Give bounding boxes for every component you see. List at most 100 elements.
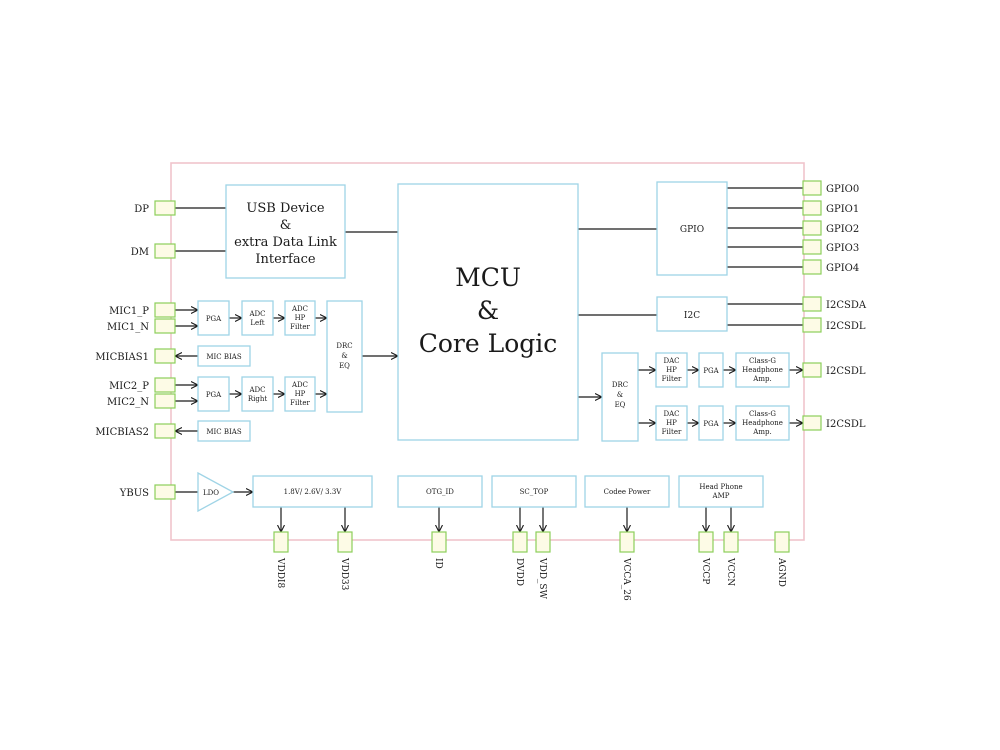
pga-out-top-block: PGA <box>698 352 724 388</box>
ldo-label: LDO <box>203 489 219 497</box>
drc-right-line-3: EQ <box>615 401 626 409</box>
mcu-block: MCU & Core Logic <box>397 183 579 441</box>
headphone-amp-line-2: AMP <box>712 492 730 500</box>
headphone-amp-line-1: Head Phone <box>699 483 742 491</box>
usb-line-3: extra Data Link <box>234 235 337 250</box>
sc-top-block: SC_TOP <box>491 475 577 508</box>
usb-line-4: Interface <box>255 252 315 267</box>
pga-bottom-label: PGA <box>206 391 222 399</box>
adc-hp-bot-line-1: ADC <box>291 381 308 389</box>
otg-id-label: OTG_ID <box>426 488 454 496</box>
adc-hp-bot-line-3: Filter <box>290 399 310 407</box>
pin-agnd: AGND <box>776 557 786 587</box>
bottom-pin-labels: VDDI8 VDD33 ID DVDD VDD_SW VCCA_26 VCCP … <box>275 557 786 601</box>
i2c-block-label: I2C <box>684 311 700 321</box>
pin-mic2-n: MIC2_N <box>107 397 149 408</box>
mic-bias-block-1: MIC BIAS <box>197 345 251 367</box>
pin-dm: DM <box>131 247 149 258</box>
headphone-amp-block: Head Phone AMP <box>678 475 764 508</box>
adc-right-line-2: Right <box>248 395 267 403</box>
drc-eq-right-block: DRC & EQ <box>601 352 639 442</box>
pin-i2csda: I2CSDA <box>826 300 867 311</box>
mic-bias-block-2: MIC BIAS <box>197 420 251 442</box>
left-pin-labels: DP DM MIC1_P MIC1_N MICBIAS1 MIC2_P MIC2… <box>95 204 149 499</box>
adc-left-line-1: ADC <box>248 310 265 318</box>
pin-i2csdl-1: I2CSDL <box>826 321 866 332</box>
pin-vdd33: VDD33 <box>339 557 349 591</box>
pin-micbias2: MICBIAS2 <box>95 427 149 438</box>
pga-out-bottom-label: PGA <box>703 420 719 428</box>
classg-bot-line-3: Amp. <box>752 428 771 436</box>
pin-ybus: YBUS <box>119 488 149 499</box>
adc-hp-top-line-3: Filter <box>290 323 310 331</box>
usb-line-1: USB Device <box>246 201 324 216</box>
right-pads <box>802 180 822 431</box>
adc-hp-top-line-1: ADC <box>291 305 308 313</box>
pga-top-label: PGA <box>206 315 222 323</box>
left-pads <box>154 200 176 500</box>
pin-gpio3: GPIO3 <box>826 243 859 254</box>
otg-id-block: OTG_ID <box>397 475 483 508</box>
gpio-block-label: GPIO <box>680 225 704 235</box>
mic-bias-2-label: MIC BIAS <box>206 428 241 436</box>
pga-out-bottom-block: PGA <box>698 405 724 441</box>
mcu-line-3: Core Logic <box>419 329 558 358</box>
dac-hp-top-line-2: HP <box>666 366 677 374</box>
adc-right-line-1: ADC <box>248 386 265 394</box>
pin-micbias1: MICBIAS1 <box>95 352 149 363</box>
mcu-line-2: & <box>477 296 499 325</box>
pin-vddi8: VDDI8 <box>275 557 285 588</box>
adc-hp-top-line-2: HP <box>295 314 306 322</box>
bottom-pads <box>273 531 790 553</box>
pin-mic1-p: MIC1_P <box>109 306 149 317</box>
pin-dvdd: DVDD <box>514 558 524 586</box>
pga-block-bottom: PGA <box>197 376 230 412</box>
dac-hp-bot-line-3: Filter <box>662 428 682 436</box>
adc-hp-filter-bottom-block: ADC HP Filter <box>284 376 316 412</box>
dac-hp-bot-line-1: DAC <box>663 410 679 418</box>
pin-vccp: VCCP <box>700 557 710 584</box>
sc-top-label: SC_TOP <box>520 488 549 496</box>
voltage-regulator-block: 1.8V/ 2.6V/ 3.3V <box>252 475 373 508</box>
classg-bot-line-2: Headphone <box>742 419 783 427</box>
drc-right-line-2: & <box>617 391 623 399</box>
classg-amp-top-block: Class-G Headphone Amp. <box>735 352 790 388</box>
drc-eq-left-block: DRC & EQ <box>326 300 363 413</box>
pin-gpio4: GPIO4 <box>826 263 859 274</box>
pin-vcca-26: VCCA_26 <box>621 557 631 601</box>
drc-right-line-1: DRC <box>612 381 628 389</box>
adc-left-line-2: Left <box>250 319 264 327</box>
drc-left-line-3: EQ <box>339 362 350 370</box>
pin-i2csdl-3: I2CSDL <box>826 419 866 430</box>
pin-vccn: VCCN <box>725 557 735 586</box>
pin-i2csdl-2: I2CSDL <box>826 366 866 377</box>
pin-dp: DP <box>134 204 149 215</box>
classg-bot-line-1: Class-G <box>749 410 776 418</box>
adc-right-block: ADC Right <box>241 376 274 412</box>
pga-out-top-label: PGA <box>703 367 719 375</box>
classg-amp-bottom-block: Class-G Headphone Amp. <box>735 405 790 441</box>
drc-left-line-2: & <box>341 352 347 360</box>
wires <box>175 187 803 532</box>
codec-power-block: Codee Power <box>584 475 670 508</box>
classg-top-line-3: Amp. <box>752 375 771 383</box>
pin-gpio2: GPIO2 <box>826 224 859 235</box>
classg-top-line-2: Headphone <box>742 366 783 374</box>
adc-hp-bot-line-2: HP <box>295 390 306 398</box>
i2c-block: I2C <box>656 296 728 332</box>
codec-power-label: Codee Power <box>604 488 651 496</box>
pin-gpio1: GPIO1 <box>826 204 859 215</box>
pin-mic2-p: MIC2_P <box>109 381 149 392</box>
ldo-block: LDO <box>197 471 235 513</box>
dac-hp-filter-bottom-block: DAC HP Filter <box>655 405 688 441</box>
pin-vdd-sw: VDD_SW <box>537 557 547 600</box>
dac-hp-filter-top-block: DAC HP Filter <box>655 352 688 388</box>
adc-hp-filter-top-block: ADC HP Filter <box>284 300 316 336</box>
pin-id: ID <box>433 558 443 569</box>
usb-device-block: USB Device & extra Data Link Interface <box>225 184 346 279</box>
usb-line-2: & <box>280 218 292 233</box>
pin-mic1-n: MIC1_N <box>107 322 149 333</box>
dac-hp-top-line-1: DAC <box>663 357 679 365</box>
dac-hp-bot-line-2: HP <box>666 419 677 427</box>
